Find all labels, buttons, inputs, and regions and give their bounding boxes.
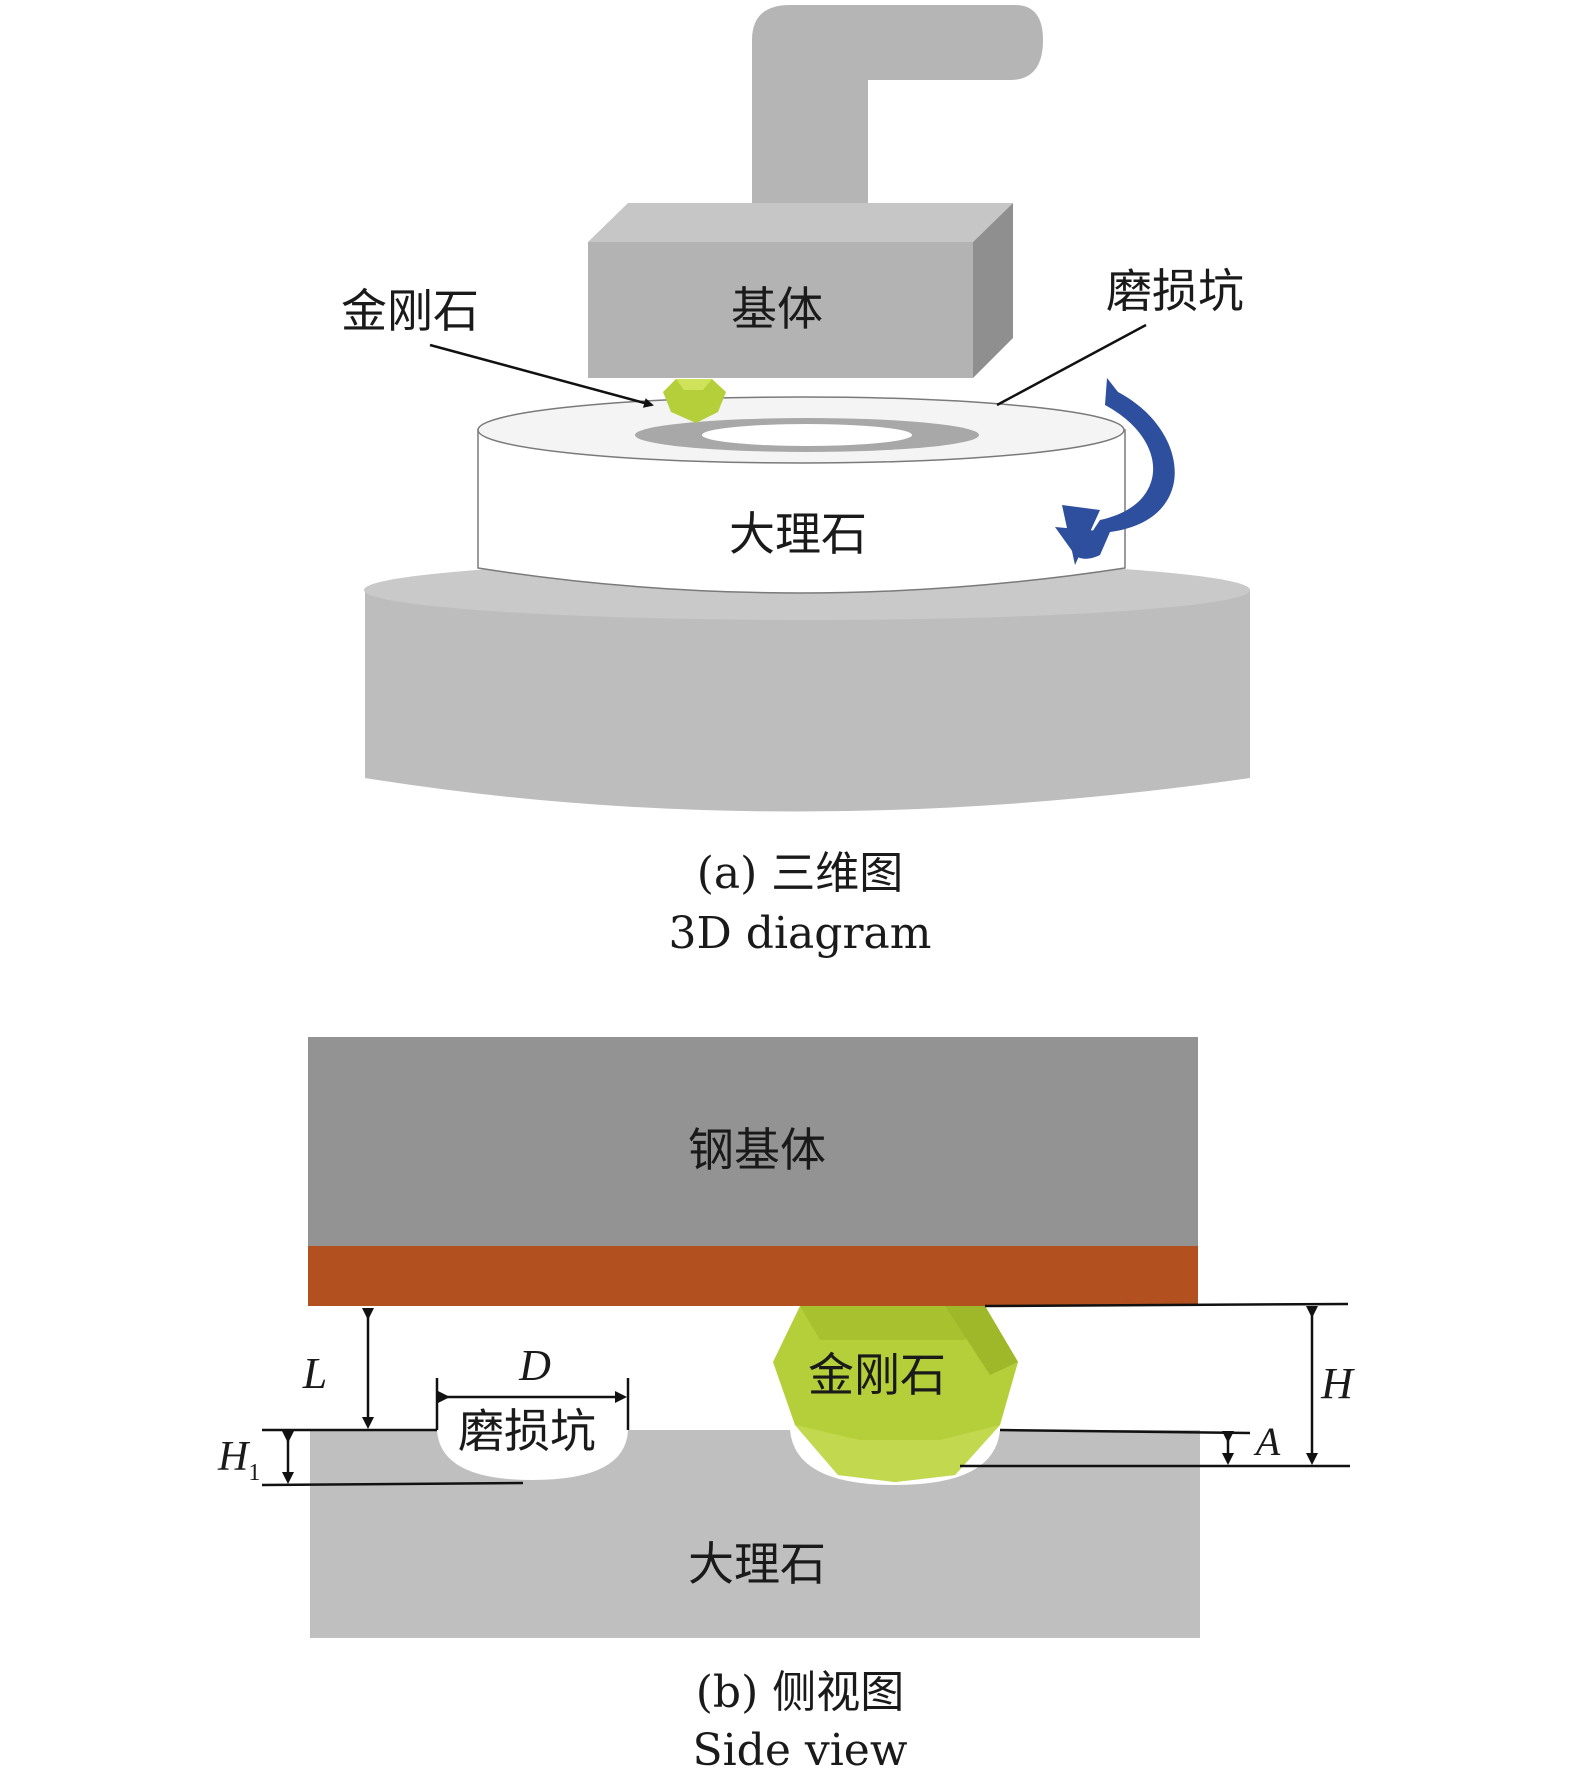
caption-b-cn: (b) 侧视图	[696, 1667, 904, 1718]
dimension-arrows	[282, 1306, 1318, 1484]
marble-disk	[477, 396, 1126, 594]
diamond-side	[773, 1306, 1018, 1482]
dim-H-label: H	[1320, 1359, 1355, 1408]
caption-b-en: Side view	[692, 1725, 907, 1776]
label-base: 基体	[731, 282, 823, 336]
wear-pit-leader-line	[996, 323, 1147, 407]
fixture-arm	[752, 5, 1043, 245]
caption-a-cn: (a) 三维图	[697, 848, 904, 899]
label-steel-base: 钢基体	[688, 1123, 826, 1177]
steel-base	[308, 1037, 1198, 1246]
label-marble-3d: 大理石	[729, 507, 867, 561]
wear-pit-cavity	[437, 1430, 628, 1480]
binder-layer	[308, 1246, 1198, 1306]
reference-lines	[261, 1302, 1350, 1487]
label-marble-side: 大理石	[688, 1537, 826, 1591]
panel-b-side-view: 钢基体 金刚石 磨损坑 大理石 L D H A H1 (b) 侧视图 Side …	[217, 1037, 1355, 1776]
label-diamond-3d: 金刚石	[341, 284, 479, 338]
label-diamond-side: 金刚石	[808, 1348, 946, 1402]
turntable	[364, 560, 1250, 812]
marble-block	[310, 1430, 1200, 1638]
caption-a-en: 3D diagram	[669, 908, 932, 959]
label-wear-pit-3d: 磨损坑	[1106, 264, 1244, 318]
dim-H1-main: H	[217, 1434, 251, 1480]
label-wear-pit-side: 磨损坑	[458, 1404, 596, 1458]
base-block	[588, 203, 1013, 378]
dim-H1-label: H1	[217, 1434, 260, 1486]
diamond-leader-line	[429, 343, 654, 408]
diamond-3d	[663, 379, 726, 423]
panel-a-3d-diagram: 基体 金刚石 磨损坑 大理石 (a) 三维图 3D diagram	[341, 5, 1250, 959]
dim-H1-sub: 1	[248, 1460, 260, 1486]
rotation-arrow	[1055, 378, 1175, 565]
dim-L-label: L	[302, 1349, 327, 1398]
dim-D-label: D	[518, 1341, 551, 1390]
dim-A-label: A	[1253, 1419, 1281, 1464]
